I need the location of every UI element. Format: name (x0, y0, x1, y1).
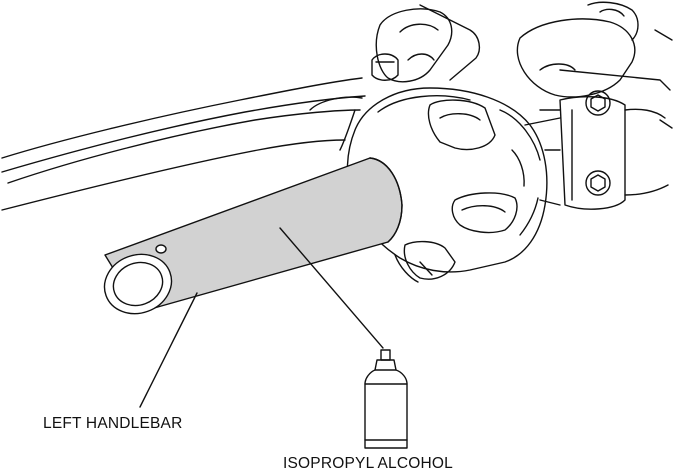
clamp-assembly (516, 1, 673, 210)
isopropyl-alcohol-label: ISOPROPYL ALCOHOL (283, 455, 453, 472)
switch-housing (346, 87, 561, 283)
left-handlebar-tube (103, 157, 403, 315)
spray-can-icon (364, 349, 408, 449)
clutch-lever (1, 77, 366, 211)
left-handlebar-label: LEFT HANDLEBAR (43, 415, 183, 432)
handlebar-callout-line (139, 292, 198, 408)
lever-pivot-bracket (371, 4, 481, 83)
solvent-callout-line (279, 227, 384, 349)
